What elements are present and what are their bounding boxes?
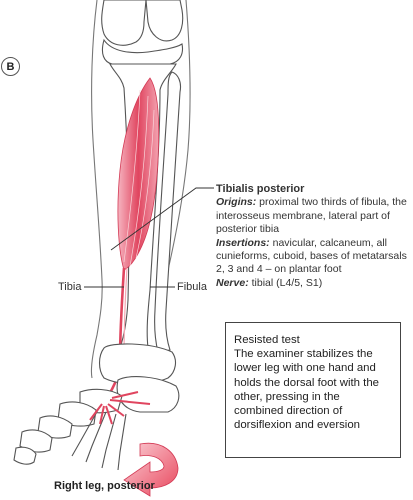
insertions-text: Insertions: navicular, calcaneum, all cu… <box>216 236 407 276</box>
nerve-text: Nerve: tibial (L4/5, S1) <box>216 276 323 289</box>
tibia-label: Tibia <box>58 281 82 293</box>
panel-letter-badge: B <box>1 57 20 76</box>
resisted-test-box: Resisted test The examiner stabilizes th… <box>225 322 401 458</box>
figure-caption: Right leg, posterior <box>54 480 155 492</box>
foot-bones <box>13 343 180 471</box>
muscle-info: Tibialis posterior Origins: proximal two… <box>216 183 413 290</box>
resisted-test-body: The examiner stabilizes the lower leg wi… <box>234 348 380 432</box>
leader-lines <box>84 187 214 288</box>
resisted-test-title: Resisted test <box>234 334 300 346</box>
tendon-insertions <box>89 391 151 425</box>
knee-bones <box>101 0 184 65</box>
muscle-title: Tibialis posterior <box>216 183 305 195</box>
direction-arrow <box>123 442 179 497</box>
panel-letter: B <box>6 60 15 73</box>
origins-text: Origins: proximal two thirds of fibula, … <box>216 196 407 236</box>
fibula-label: Fibula <box>177 281 207 293</box>
